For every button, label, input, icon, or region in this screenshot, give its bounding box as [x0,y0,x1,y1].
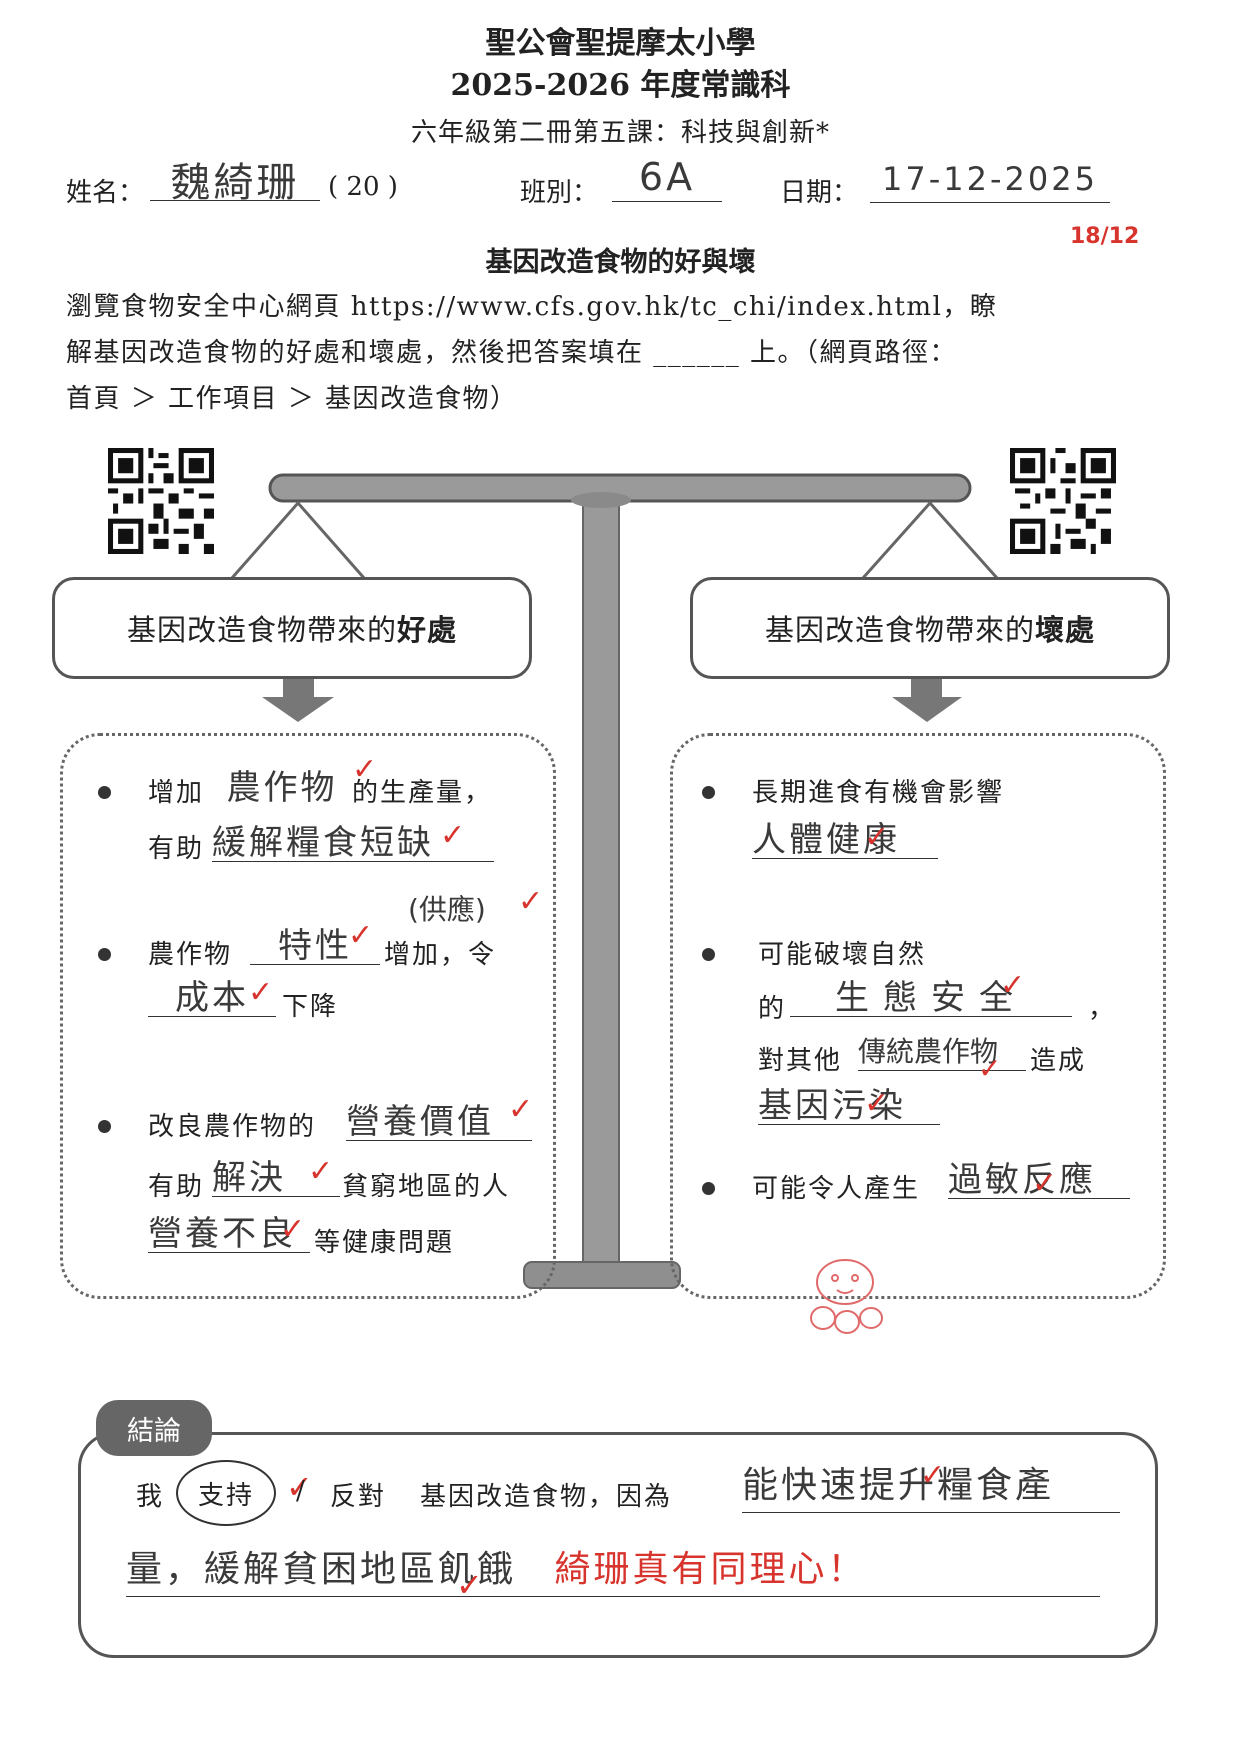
benefit-1-pre: 增加 [148,778,205,808]
support-option-circled: 支持 [176,1460,276,1526]
drawback-2-answer-3: 基因污染 [758,1078,940,1126]
check-mark: ✓ [1000,968,1026,1003]
bullet [702,1182,715,1195]
oppose-option: 反對 [330,1482,387,1512]
check-mark: ✓ [248,975,274,1010]
name-field: 魏綺珊 [150,150,320,206]
drawback-3-answer-1: 過敏反應 [948,1152,1130,1200]
score-mark: 18/12 [1070,224,1140,249]
benefits-header-bold: 好處 [397,613,458,647]
class-label: 班別： [520,178,599,208]
drawback-2-pre: 可能破壞自然 [758,940,927,970]
benefit-3-pre2: 有助 [148,1172,205,1202]
drawbacks-header-text: 基因改造食物帶來的 [764,613,1035,647]
check-mark: ✓ [508,1092,534,1127]
teacher-comment: 綺珊真有同理心！ [554,1549,867,1590]
benefit-2-post: 下降 [282,992,339,1022]
benefit-3-post: 等健康問題 [314,1228,455,1258]
lesson-title: 六年級第二冊第五課：科技與創新* [410,118,830,148]
drawback-2-answer-2: 傳統農作物 [858,1030,1026,1071]
conclusion-tag: 結論 [96,1400,212,1456]
intro-line-3: 首頁 ＞ 工作項目 ＞ 基因改造食物） [66,384,518,414]
reward-stamp-icon [810,1259,883,1334]
check-mark: ✓ [920,1458,946,1493]
benefit-3-answer-3: 營養不良 [148,1206,310,1254]
drawbacks-header: 基因改造食物帶來的壞處 [690,577,1170,679]
bullet [98,1120,111,1133]
worksheet-title: 基因改造食物的好與壞 [485,247,756,278]
check-mark: ✓ [864,820,890,855]
conclusion-answer-text: 量，緩解貧困地區飢餓 [126,1549,517,1590]
drawback-2-answer-1: 生態安全 [790,970,1072,1018]
qr-code-right[interactable] [1010,448,1116,554]
benefit-1-answer-1: 農作物 [226,768,338,808]
benefit-3-mid: 貧窮地區的人 [342,1172,511,1202]
check-mark: ✓ [1032,1166,1058,1201]
benefits-header-text: 基因改造食物帶來的 [126,613,397,647]
date-field: 17-12-2025 [870,160,1110,203]
conclusion-box [78,1432,1158,1658]
drawback-3-pre: 可能令人產生 [752,1174,921,1204]
benefit-2-pre: 農作物 [148,940,233,970]
qr-code-left[interactable] [108,448,214,554]
year-subject: 2025-2026 年度常識科 [450,68,791,103]
check-mark: ✓ [308,1154,334,1189]
benefits-header: 基因改造食物帶來的好處 [52,577,532,679]
benefit-2-answer-1: 特性 [250,918,380,966]
benefit-2-mid: 增加，令 [384,940,497,970]
bullet [702,948,715,961]
school-name: 聖公會聖提摩太小學 [485,26,756,61]
date-label: 日期： [780,178,859,208]
conclusion-slash: / [296,1476,307,1506]
intro-line-1: 瀏覽食物安全中心網頁 https://www.cfs.gov.hk/tc_chi… [66,292,998,322]
drawback-1-pre: 長期進食有機會影響 [752,778,1005,808]
benefit-1-pre2: 有助 [148,834,205,864]
drawback-1-answer-1: 人體健康 [752,812,938,860]
bullet [98,786,111,799]
benefit-3-answer-2: 解決 [212,1150,340,1198]
drawbacks-box [670,733,1166,1299]
comma: ， [1088,994,1117,1024]
drawback-2-mid: 造成 [1030,1046,1087,1076]
benefit-2-note: (供應) [408,893,486,926]
bullet [98,948,111,961]
student-number: ( 20 ) [328,172,398,202]
name-label: 姓名： [66,178,145,208]
check-mark: ✓ [348,918,374,953]
benefit-1-mid: 的生產量， [352,778,493,808]
check-mark: ✓ [978,1052,1002,1085]
drawback-2-pre3: 對其他 [758,1046,843,1076]
drawback-2-pre2: 的 [758,994,787,1024]
check-mark: ✓ [280,1212,306,1247]
check-mark: ✓ [456,1566,483,1604]
benefit-2-answer-2: 成本 [148,970,276,1018]
check-mark: ✓ [440,818,466,853]
class-field: 6A [612,155,722,202]
intro-line-2: 解基因改造食物的好處和壞處，然後把答案填在 ______ 上。（網頁路徑： [66,338,958,368]
benefit-3-pre: 改良農作物的 [148,1112,317,1142]
conclusion-pre: 我 [136,1482,165,1512]
conclusion-answer-line-1: 能快速提升糧食產 [742,1456,1120,1513]
bullet [702,786,715,799]
conclusion-mid: 基因改造食物，因為 [420,1482,673,1512]
benefit-3-answer-1: 營養價值 [346,1094,532,1142]
conclusion-answer-line-2: 量，緩解貧困地區飢餓 綺珊真有同理心！ [126,1540,1100,1597]
check-mark: ✓ [518,884,544,919]
check-mark: ✓ [352,752,378,787]
check-mark: ✓ [864,1086,890,1121]
check-mark: ✓ [286,1468,313,1506]
benefit-1-answer-2: 緩解糧食短缺 [212,815,494,863]
drawbacks-header-bold: 壞處 [1035,613,1096,647]
benefits-box [60,733,556,1299]
